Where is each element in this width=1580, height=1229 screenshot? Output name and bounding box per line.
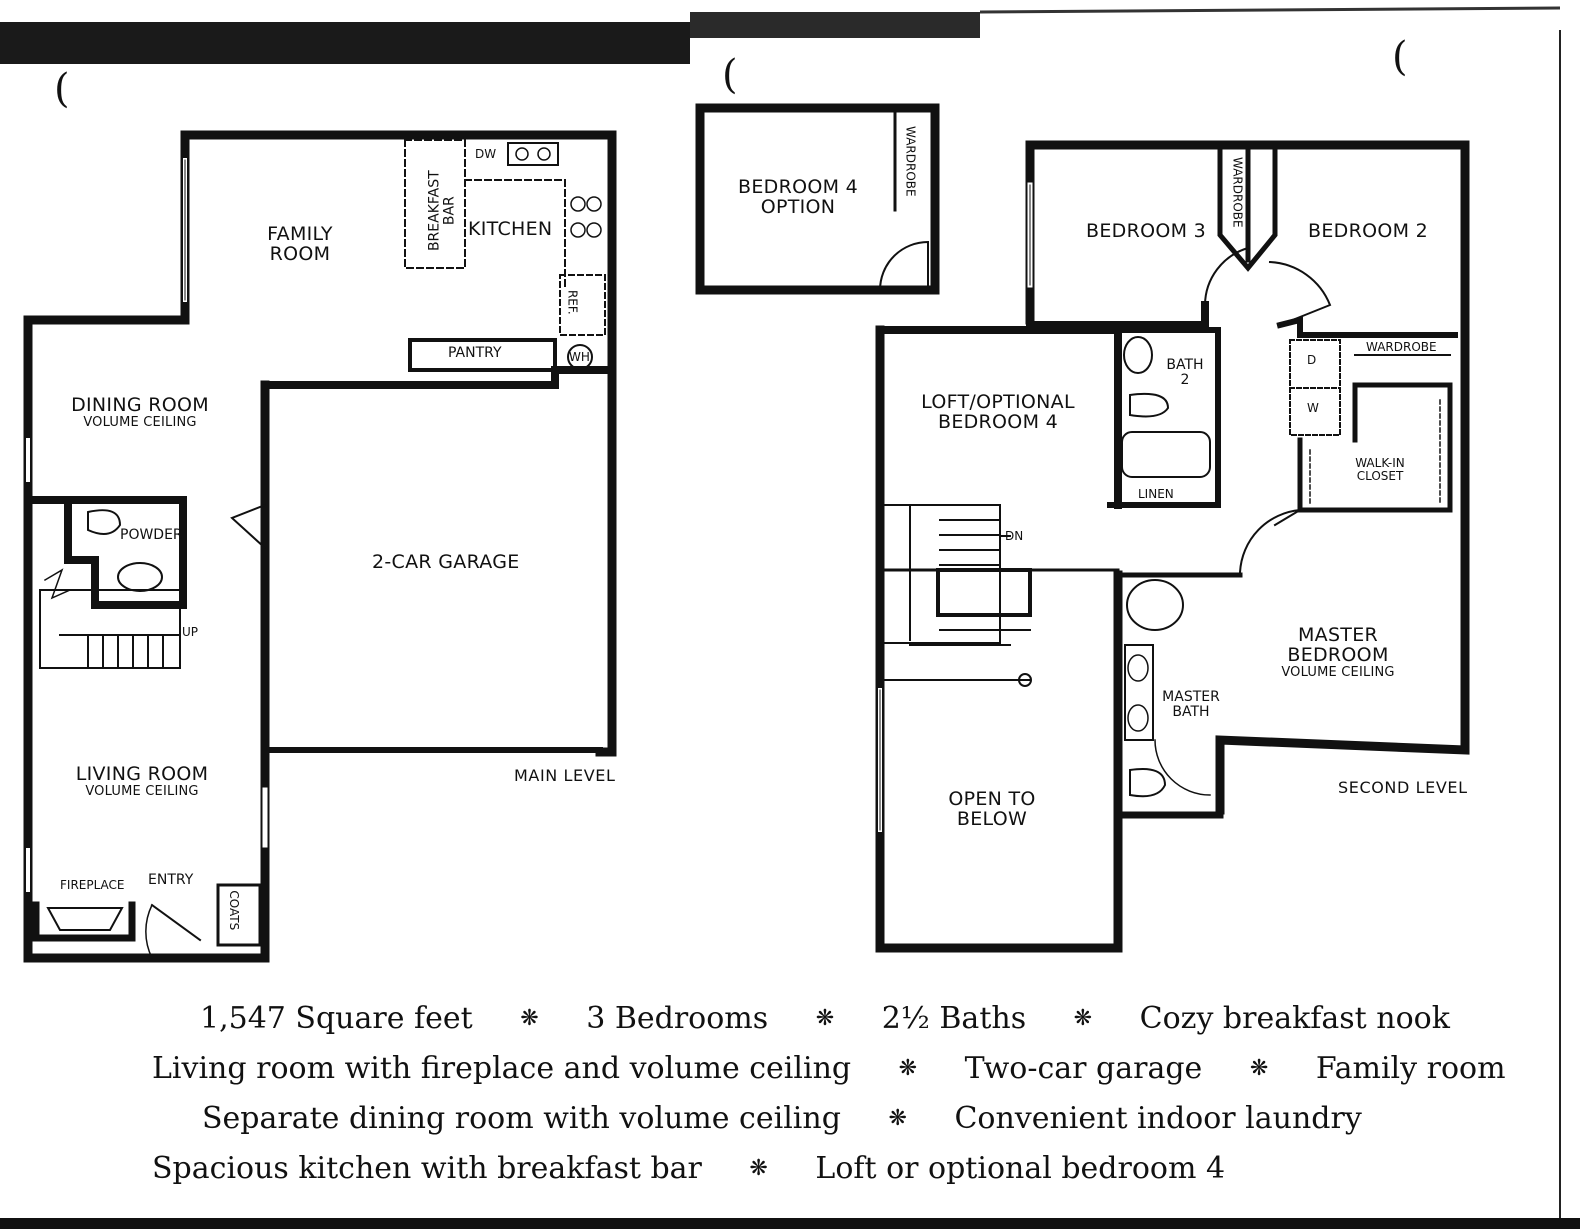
label-refrigerator: REF. <box>565 289 580 315</box>
label-entry: ENTRY <box>148 872 194 888</box>
separator-icon: ❋ <box>520 1006 539 1031</box>
label-bedroom2: BEDROOM 2 <box>1308 220 1429 242</box>
upper-stair <box>879 504 1032 687</box>
label-kitchen: KITCHEN <box>468 218 553 240</box>
feature-bedrooms: 3 Bedrooms <box>586 1001 769 1036</box>
label-garage: 2-CAR GARAGE <box>372 551 520 573</box>
separator-icon: ❋ <box>888 1106 907 1131</box>
walkin-line2: CLOSET <box>1356 468 1404 483</box>
dining-room-ceiling: VOLUME CEILING <box>83 414 197 430</box>
label-water-heater: WH <box>569 350 590 364</box>
master-bedroom-line2: BEDROOM <box>1287 643 1389 666</box>
label-bedroom4-option: BEDROOM 4 OPTION <box>738 176 859 218</box>
label-breakfast-bar: BREAKFAST BAR <box>426 161 457 261</box>
feature-row-1: 1,547 Square feet ❋ 3 Bedrooms ❋ 2½ Bath… <box>200 1001 1450 1036</box>
label-dryer: D <box>1307 353 1317 367</box>
separator-icon: ❋ <box>898 1056 918 1081</box>
label-bath2: BATH 2 <box>1160 358 1210 387</box>
feature-kitchen: Spacious kitchen with breakfast bar <box>152 1151 702 1186</box>
label-open-to-below: OPEN TO BELOW <box>942 788 1042 830</box>
living-room-title: LIVING ROOM <box>75 763 209 785</box>
scan-bottom-band <box>0 1218 1580 1229</box>
label-loft: LOFT/OPTIONAL BEDROOM 4 <box>918 391 1078 433</box>
feature-baths: 2½ Baths <box>881 1001 1027 1036</box>
label-dining-room: DINING ROOM VOLUME CEILING <box>60 394 220 430</box>
scan-top-line <box>979 6 1561 14</box>
feature-row-2: Living room with fireplace and volume ce… <box>152 1051 1506 1086</box>
separator-icon: ❋ <box>1249 1056 1269 1081</box>
breakfast-bar-line2: BAR <box>441 196 457 226</box>
master-bath-line1: MASTER <box>1162 689 1220 705</box>
scan-paren-left: ( <box>54 66 70 112</box>
label-pantry: PANTRY <box>448 345 502 361</box>
open-below-line1: OPEN TO <box>948 788 1036 810</box>
label-stair-up: UP <box>182 625 199 639</box>
label-fireplace: FIREPLACE <box>60 878 125 892</box>
scan-paren-right: ( <box>1392 34 1408 80</box>
feature-row-3: Separate dining room with volume ceiling… <box>202 1101 1362 1136</box>
label-bedroom3: BEDROOM 3 <box>1086 220 1207 242</box>
master-bedroom-ceiling: VOLUME CEILING <box>1281 664 1395 680</box>
label-linen: LINEN <box>1138 487 1174 501</box>
family-room-line1: FAMILY <box>267 223 333 245</box>
feature-family-room: Family room <box>1315 1051 1506 1086</box>
label-living-room: LIVING ROOM VOLUME CEILING <box>62 763 222 799</box>
feature-living-room: Living room with fireplace and volume ce… <box>152 1051 852 1086</box>
label-wardrobe-bedroom3: WARDROBE <box>1230 157 1245 228</box>
feature-row-4: Spacious kitchen with breakfast bar ❋ Lo… <box>152 1151 1225 1186</box>
label-second-level: SECOND LEVEL <box>1338 778 1468 797</box>
separator-icon: ❋ <box>815 1006 835 1031</box>
label-master-bedroom: MASTER BEDROOM VOLUME CEILING <box>1268 624 1408 680</box>
open-below-line2: BELOW <box>956 807 1028 830</box>
label-master-bath: MASTER BATH <box>1156 690 1226 719</box>
loft-line2: BEDROOM 4 <box>937 410 1058 433</box>
label-main-level: MAIN LEVEL <box>514 766 616 785</box>
feature-garage: Two-car garage <box>964 1051 1203 1086</box>
label-family-room: FAMILY ROOM <box>250 223 350 265</box>
feature-loft: Loft or optional bedroom 4 <box>815 1151 1226 1186</box>
bedroom4-option-line1: BEDROOM 4 <box>738 176 859 198</box>
second-level-walls <box>695 103 1470 953</box>
scan-top-band-2 <box>690 12 980 38</box>
scan-top-band <box>0 22 690 64</box>
living-room-ceiling: VOLUME CEILING <box>85 783 199 799</box>
family-room-line2: ROOM <box>269 242 331 265</box>
separator-icon: ❋ <box>749 1156 768 1181</box>
bath2-line2: 2 <box>1180 371 1190 388</box>
dining-room-title: DINING ROOM <box>71 394 209 416</box>
scan-paren-middle: ( <box>722 52 738 98</box>
master-bath-line2: BATH <box>1172 703 1210 720</box>
label-washer: W <box>1307 401 1319 415</box>
label-walkin-closet: WALK-IN CLOSET <box>1340 457 1420 482</box>
main-level-walls <box>23 130 617 963</box>
label-stair-down: DN <box>1005 529 1024 543</box>
label-dishwasher: DW <box>475 147 497 161</box>
separator-icon: ❋ <box>1073 1006 1093 1031</box>
breakfast-bar-line1: BREAKFAST <box>426 170 443 252</box>
label-wardrobe-bedroom4: WARDROBE <box>903 126 918 197</box>
walkin-line1: WALK-IN <box>1355 456 1405 470</box>
feature-square-feet: 1,547 Square feet <box>200 1001 473 1036</box>
bath2-line1: BATH <box>1166 357 1204 373</box>
main-stair <box>39 568 181 669</box>
master-bedroom-line1: MASTER <box>1297 624 1379 646</box>
label-powder: POWDER <box>120 527 183 543</box>
label-coats: COATS <box>227 890 242 931</box>
label-wardrobe-bedroom2: WARDROBE <box>1366 340 1437 354</box>
bedroom4-option-line2: OPTION <box>760 195 836 218</box>
feature-laundry: Convenient indoor laundry <box>954 1101 1362 1136</box>
feature-dining-room: Separate dining room with volume ceiling <box>202 1101 841 1136</box>
feature-breakfast-nook: Cozy breakfast nook <box>1139 1001 1450 1036</box>
loft-line1: LOFT/OPTIONAL <box>921 391 1075 413</box>
